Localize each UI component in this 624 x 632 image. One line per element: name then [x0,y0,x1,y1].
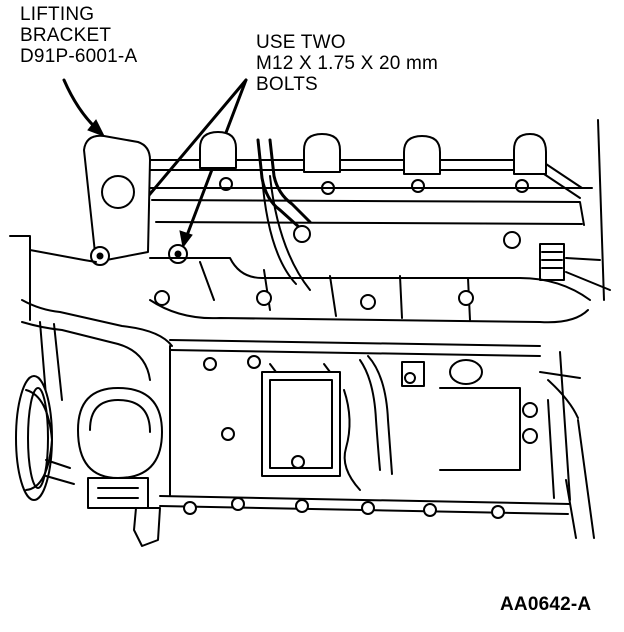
lifting-bracket-label: LIFTING BRACKET D91P-6001-A [20,4,137,67]
lifting-bracket-label-line: BRACKET [20,25,112,46]
lifting-bracket [83,134,188,266]
figure-id: AA0642-A [500,594,592,615]
bolt-spec-label-line: USE TWO [256,32,346,53]
bolt-spec-label: USE TWO M12 X 1.75 X 20 mm BOLTS [256,32,438,95]
engine-block-left [9,235,173,547]
lifting-bracket-part-number: D91P-6001-A [20,46,138,67]
bracket-leader-arrow [62,78,106,137]
engine-block-lower [159,345,595,539]
lifting-bracket-label-line: LIFTING [20,4,95,25]
bolt-spec-label-line: BOLTS [256,74,318,95]
valve-cover [149,119,611,301]
manifold [149,257,591,357]
bolt-spec-size: M12 X 1.75 X 20 mm [256,53,439,74]
